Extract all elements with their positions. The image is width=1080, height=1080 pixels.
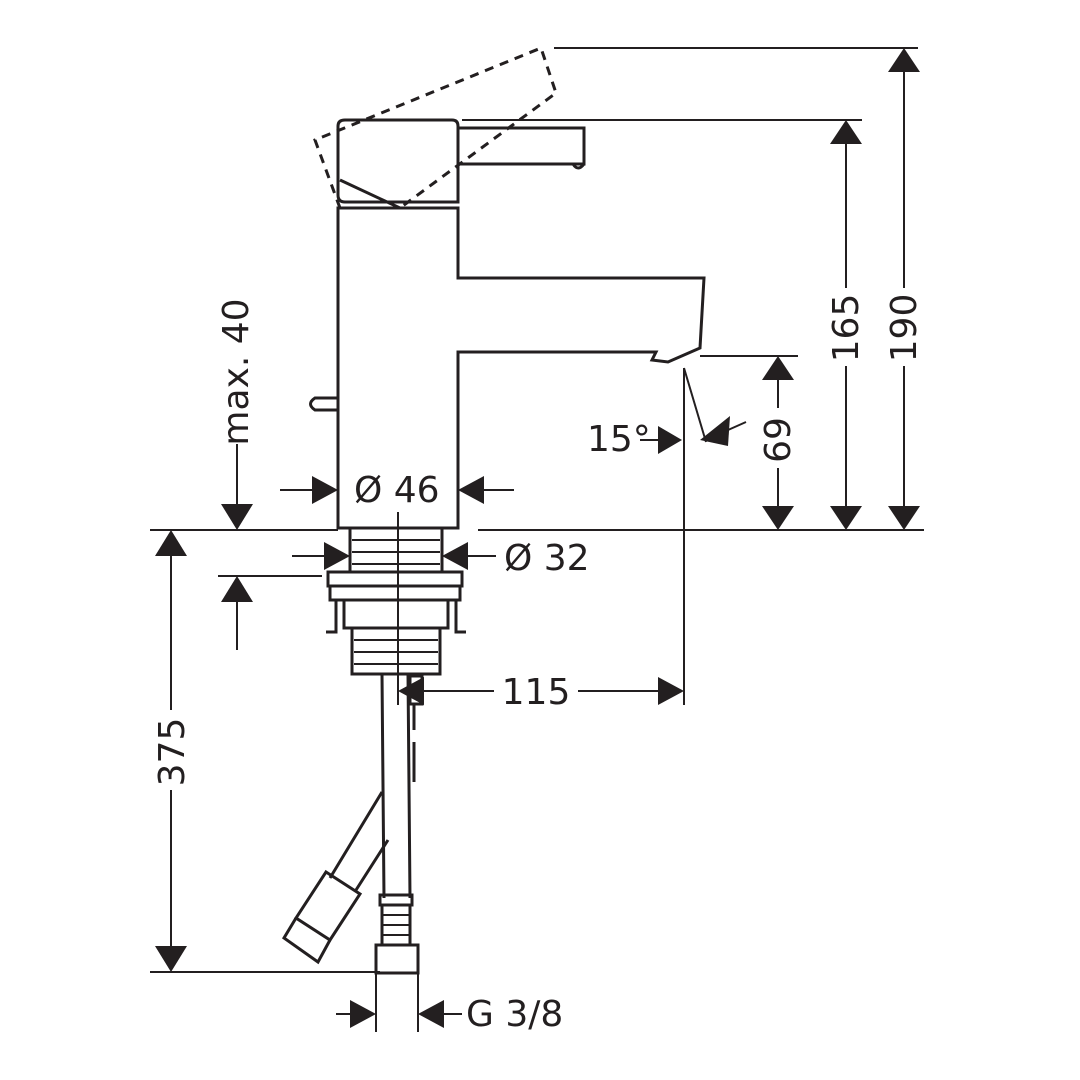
diameter-46-label: Ø 46 (354, 470, 440, 511)
lever-open-outline (313, 46, 558, 210)
dim-190-label: 190 (884, 294, 925, 363)
dimension-165: 165 (826, 120, 867, 530)
dim-375-label: 375 (152, 718, 193, 787)
dimension-375: 375 (152, 530, 193, 972)
dim-69-label: 69 (758, 417, 799, 463)
g-3-8-label: G 3/8 (466, 994, 563, 1035)
dim-115-label: 115 (502, 672, 571, 713)
dimension-69: 69 (758, 356, 799, 530)
angle-arrow-right (700, 416, 730, 446)
dimension-diameter-46: Ø 46 (280, 470, 514, 511)
angle-arrow-left (658, 426, 682, 454)
angle-15-label: 15° (587, 419, 651, 460)
diameter-32-label: Ø 32 (504, 538, 590, 579)
dimension-190: 190 (884, 48, 925, 530)
max-40-label: max. 40 (216, 298, 257, 445)
dimension-g-3-8: G 3/8 (336, 994, 563, 1035)
dim-165-label: 165 (826, 294, 867, 363)
dimension-15-degree: 15° (587, 416, 747, 460)
extension-lines (150, 47, 924, 1032)
mounting-shank (326, 528, 466, 676)
dimension-diameter-32: Ø 32 (292, 538, 590, 579)
dimension-max-40: max. 40 (216, 298, 257, 650)
supply-hoses (281, 673, 424, 975)
faucet-body (309, 118, 706, 530)
dimension-115: 115 (398, 672, 684, 713)
